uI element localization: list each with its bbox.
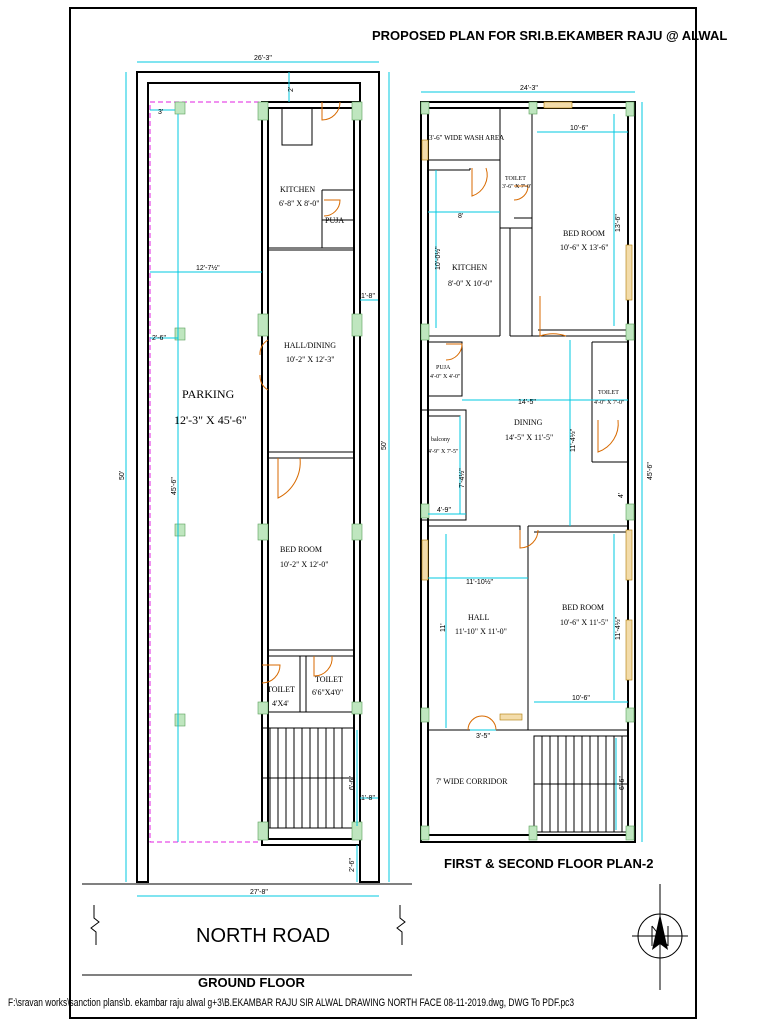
- uf-hall-label: HALL: [468, 613, 489, 622]
- uf-puja-label: PUJA: [436, 365, 451, 371]
- uf-dim-hall-depth: 11': [440, 623, 447, 632]
- north-arrow-icon: [632, 884, 688, 990]
- gf-toilet2-label: TOILET: [315, 675, 343, 684]
- uf-dim-top-width: 24'-3": [520, 85, 538, 92]
- gf-dim-stair-run: 6'-6": [349, 776, 356, 790]
- uf-balcony-size: 4'-9" X 7'-5": [428, 449, 459, 455]
- gf-toilet1-label: TOILET: [267, 685, 295, 694]
- uf-balcony-label: balcony: [431, 437, 450, 443]
- gf-dim-right-depth: 50': [381, 441, 388, 450]
- ground-stairs: [261, 727, 355, 829]
- uf-wash-label: 3'-6" WIDE WASH AREA: [429, 134, 504, 142]
- gf-parking-size: 12'-3" X 45'-6": [174, 413, 247, 427]
- ground-columns: [174, 101, 363, 841]
- uf-toilet-mid-label: TOILET: [598, 390, 619, 396]
- gf-puja-label: PUJA: [325, 216, 344, 225]
- uf-toilet-mid-size: 4'-0" X 7'-0": [594, 400, 625, 406]
- uf-dim-hall-width: 11'-10½": [466, 578, 494, 586]
- uf-kitchen-size: 8'-0" X 10'-0": [448, 279, 493, 288]
- ground-dimensions: [125, 61, 390, 897]
- uf-dim-stair-run: 6'-6": [619, 776, 626, 790]
- road-label: NORTH ROAD: [196, 925, 330, 947]
- gf-dim-bottom-setback: 2'-6": [349, 858, 356, 872]
- gf-bedroom-size: 10'-2" X 12'-0": [280, 560, 329, 569]
- gf-hall-size: 10'-2" X 12'-3": [286, 355, 335, 364]
- uf-dim-balcony-depth: 7'-4½": [458, 468, 466, 488]
- uf-kitchen-label: KITCHEN: [452, 263, 487, 272]
- ground-floor-label: GROUND FLOOR: [198, 975, 305, 990]
- gf-bedroom-label: BED ROOM: [280, 545, 322, 554]
- uf-toilet-top-size: 3'-6" X 7'-0": [502, 184, 533, 190]
- drawing-title: PROPOSED PLAN FOR SRI.B.EKAMBER RAJU @ A…: [372, 28, 727, 43]
- upper-dimensions: [421, 91, 643, 842]
- gf-dim-parking-width: 12'-7½": [196, 264, 220, 272]
- gf-dim-bottom-width: 27'-8": [250, 889, 268, 896]
- uf-dim-door-width: 3'-5": [476, 733, 490, 740]
- ground-floor-plan: 26'-3" 50' 50' 12'-7½" 45'-6" 2' 3' 2'-6…: [119, 55, 390, 897]
- uf-dining-label: DINING: [514, 418, 543, 427]
- upper-floor-label: FIRST & SECOND FLOOR PLAN-2: [444, 856, 653, 871]
- uf-bedroom2-size: 10'-6" X 11'-5": [560, 618, 608, 627]
- gf-hall-label: HALL/DINING: [284, 341, 336, 350]
- uf-bedroom2-label: BED ROOM: [562, 603, 604, 612]
- parking-boundary: [149, 101, 263, 843]
- uf-dim-dining-width: 14'-5": [518, 399, 536, 406]
- uf-dim-gap: 4': [618, 493, 625, 498]
- gf-dim-parking-depth: 45'-6": [171, 477, 178, 495]
- gf-toilet1-size: 4'X4': [272, 699, 289, 708]
- uf-dim-bedroom-depth: 13'-6": [615, 214, 622, 232]
- uf-dim-bedroom2-width: 10'-6": [572, 695, 590, 702]
- uf-bedroom1-label: BED ROOM: [563, 229, 605, 238]
- uf-puja-size: 4'-0" X 4'-0": [430, 374, 461, 380]
- uf-dim-bedroom-width: 10'-6": [570, 125, 588, 132]
- gf-dim-col-offset: 3': [158, 109, 163, 116]
- gf-kitchen-size: 6'-8" X 8'-0": [279, 199, 320, 208]
- gf-dim-left-depth: 50': [119, 471, 126, 480]
- gf-dim-side-offset: 2'-6": [152, 335, 166, 342]
- gf-parking-label: PARKING: [182, 387, 235, 401]
- gf-dim-setback-top: 2': [288, 87, 295, 92]
- north-road: [82, 883, 412, 976]
- gf-dim-top-width: 26'-3": [254, 55, 272, 62]
- gf-toilet2-size: 6'6"X4'0": [312, 688, 343, 697]
- uf-dim-kitchen-width: 8': [458, 213, 463, 220]
- uf-bedroom1-size: 10'-6" X 13'-6": [560, 243, 609, 252]
- uf-dim-balcony-width: 4'-9": [437, 507, 451, 514]
- gf-kitchen-label: KITCHEN: [280, 185, 315, 194]
- gf-dim-right-offset-bottom: 1'-8": [361, 795, 375, 802]
- gf-dim-right-offset-top: 1'-8": [361, 293, 375, 300]
- uf-corridor-label: 7' WIDE CORRIDOR: [436, 777, 508, 786]
- upper-columns: [420, 101, 635, 841]
- uf-hall-size: 11'-10" X 11'-0": [455, 627, 507, 636]
- uf-dim-dining-depth: 11'-4½": [569, 428, 577, 452]
- sheet-border: [69, 7, 697, 1019]
- uf-dining-size: 14'-5" X 11'-5": [505, 433, 553, 442]
- uf-toilet-top-label: TOILET: [505, 176, 526, 182]
- uf-dim-kitchen-depth: 10'-0½": [434, 246, 442, 270]
- file-path-footer: F:\sravan works\sanction plans\b. ekamba…: [8, 997, 574, 1009]
- uf-dim-bedroom2-depth: 11'-4½": [614, 616, 622, 640]
- upper-floor-plan: 24'-3" 10'-6" 13'-6" 8' 10'-0½" 14'-5" 1…: [420, 85, 654, 843]
- uf-dim-right-depth: 45'-6": [647, 462, 654, 480]
